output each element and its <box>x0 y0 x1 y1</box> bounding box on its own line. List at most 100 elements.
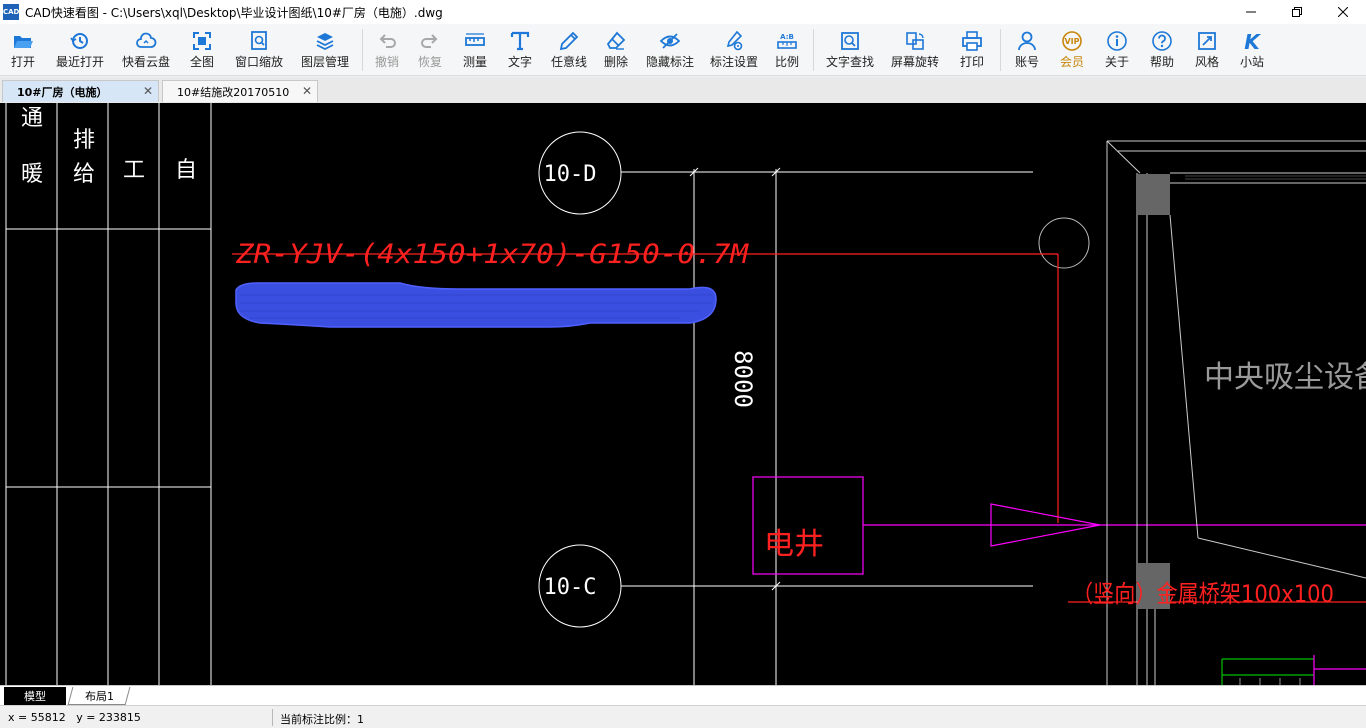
table-char-work: 工 <box>123 158 145 183</box>
axis-grid-lines <box>538 131 1090 685</box>
fullscreen-icon <box>193 32 211 50</box>
dimension-8000: 8000 <box>729 350 757 408</box>
maximize-button[interactable] <box>1274 0 1320 24</box>
printer-icon <box>962 31 982 51</box>
screen-rotate-icon <box>906 32 924 50</box>
pencil-icon <box>559 31 579 51</box>
text-search-button[interactable]: 文字查找 <box>818 24 882 76</box>
undo-icon <box>379 34 396 48</box>
ruler-icon <box>465 33 485 46</box>
table-char-drain: 排 <box>73 128 95 153</box>
redo-icon <box>421 34 438 48</box>
cable-label: ZR-YJV-(4x150+1x70)-G150-0.7M <box>235 239 750 270</box>
site-button[interactable]: K 小站 <box>1239 30 1264 69</box>
style-button[interactable]: 风格 <box>1185 24 1229 76</box>
text-search-icon <box>841 32 859 50</box>
delete-button[interactable]: 删除 <box>595 24 637 76</box>
column-block-top <box>1138 174 1170 215</box>
close-icon <box>1338 7 1348 17</box>
window-controls <box>1228 0 1366 24</box>
green-lines <box>1221 658 1314 685</box>
undo-button[interactable]: 撤销 <box>367 24 407 76</box>
about-button[interactable]: 关于 <box>1095 24 1139 76</box>
window-zoom-icon <box>251 31 267 50</box>
layer-manager-button[interactable]: 图层管理 <box>292 24 358 76</box>
info-icon <box>1107 31 1127 51</box>
text-icon <box>510 31 530 51</box>
tab-label: 10#厂房（电施） <box>17 85 108 99</box>
account-button[interactable]: 账号 <box>1005 24 1049 76</box>
cad-drawing: 暖 通 给 排 工 自 10-D 10-C <box>5 103 1366 685</box>
scale-button[interactable]: A:B 比例 <box>765 24 809 76</box>
drawing-canvas[interactable]: 暖 通 给 排 工 自 10-D 10-C <box>0 103 1366 685</box>
user-icon <box>1018 31 1036 51</box>
app-logo-icon: CAD <box>3 4 19 20</box>
cable-route <box>232 253 1366 603</box>
left-legend-table <box>5 103 212 685</box>
minimize-button[interactable] <box>1228 0 1274 24</box>
minimize-icon <box>1246 11 1256 13</box>
style-icon <box>1198 32 1216 50</box>
eraser-icon <box>606 31 626 50</box>
redo-button[interactable]: 恢复 <box>407 24 453 76</box>
cloud-icon <box>136 32 157 48</box>
toolbar-separator <box>362 29 363 71</box>
close-button[interactable] <box>1320 0 1366 24</box>
window-title: CAD快速看图 - C:\Users\xql\Desktop\毕业设计图纸\10… <box>25 5 443 20</box>
equipment-label: 中央吸尘设备 <box>1204 360 1366 395</box>
cloud-disk-button[interactable]: 快看云盘 <box>114 24 178 76</box>
title-bar: CAD CAD快速看图 - C:\Users\xql\Desktop\毕业设计图… <box>0 0 1366 24</box>
help-button[interactable]: 帮助 <box>1139 24 1185 76</box>
table-char-supply: 给 <box>73 162 95 187</box>
measure-button[interactable]: 测量 <box>453 24 497 76</box>
layers-icon <box>316 33 334 51</box>
scale-icon: A:B <box>777 33 797 49</box>
print-button[interactable]: 打印 <box>948 24 996 76</box>
left-table-text: 暖 通 给 排 工 自 <box>21 106 197 187</box>
svg-text:A:B: A:B <box>780 33 794 41</box>
window-zoom-button[interactable]: 窗口缩放 <box>226 24 292 76</box>
tab-label: 10#结施改20170510 <box>177 85 290 99</box>
scribble-hatching <box>240 294 712 319</box>
screen-rotate-button[interactable]: 屏幕旋转 <box>882 24 948 76</box>
eye-hidden-icon <box>659 33 681 49</box>
svg-text:VIP: VIP <box>1064 37 1079 46</box>
axis-label-10-d: 10-D <box>544 162 597 187</box>
blue-markup-scribble <box>235 282 717 328</box>
annotation-settings-icon <box>726 30 743 51</box>
tab-10-factory-electrical[interactable]: 10#厂房（电施） ✕ <box>2 80 159 102</box>
table-char-ventilation: 通 <box>21 106 43 131</box>
tab-10-structural-revision[interactable]: 10#结施改20170510 ✕ <box>162 80 318 102</box>
layout-tab-bar: 模型 布局1 <box>0 685 1366 705</box>
tab-layout1[interactable]: 布局1 <box>67 687 131 705</box>
status-divider <box>272 709 273 726</box>
toolbar-separator <box>813 29 814 71</box>
vip-button[interactable]: VIP 会员 <box>1049 24 1095 76</box>
column-block-bottom <box>1138 563 1170 609</box>
wall-hatch <box>1185 175 1366 180</box>
toolbar-separator <box>1000 29 1001 71</box>
annotation-scale: 当前标注比例：1 <box>280 713 364 726</box>
folder-open-icon <box>14 36 33 48</box>
table-char-heating: 暖 <box>21 162 43 187</box>
annotation-settings-button[interactable]: 标注设置 <box>703 24 765 76</box>
tab-model[interactable]: 模型 <box>4 687 66 705</box>
history-icon <box>70 33 88 49</box>
open-button[interactable]: 打开 <box>0 24 46 76</box>
text-button[interactable]: 文字 <box>497 24 543 76</box>
recent-open-button[interactable]: 最近打开 <box>46 24 114 76</box>
tab-close-icon[interactable]: ✕ <box>142 84 153 98</box>
cursor-coordinates: x = 55812 y = 233815 <box>8 711 141 724</box>
full-view-button[interactable]: 全图 <box>178 24 226 76</box>
electrical-shaft <box>752 476 1366 575</box>
tray-label: （竖向）金属桥架100x100 <box>1072 580 1334 608</box>
magenta-lines-bottom <box>1313 655 1366 685</box>
freehand-line-button[interactable]: 任意线 <box>543 24 595 76</box>
table-char-auto: 自 <box>175 158 197 183</box>
hide-annotation-button[interactable]: 隐藏标注 <box>637 24 703 76</box>
room-label-electrical-shaft: 电井 <box>764 527 824 562</box>
site-icon: K <box>1244 30 1261 52</box>
help-icon <box>1152 31 1172 51</box>
tab-close-icon[interactable]: ✕ <box>301 84 312 98</box>
